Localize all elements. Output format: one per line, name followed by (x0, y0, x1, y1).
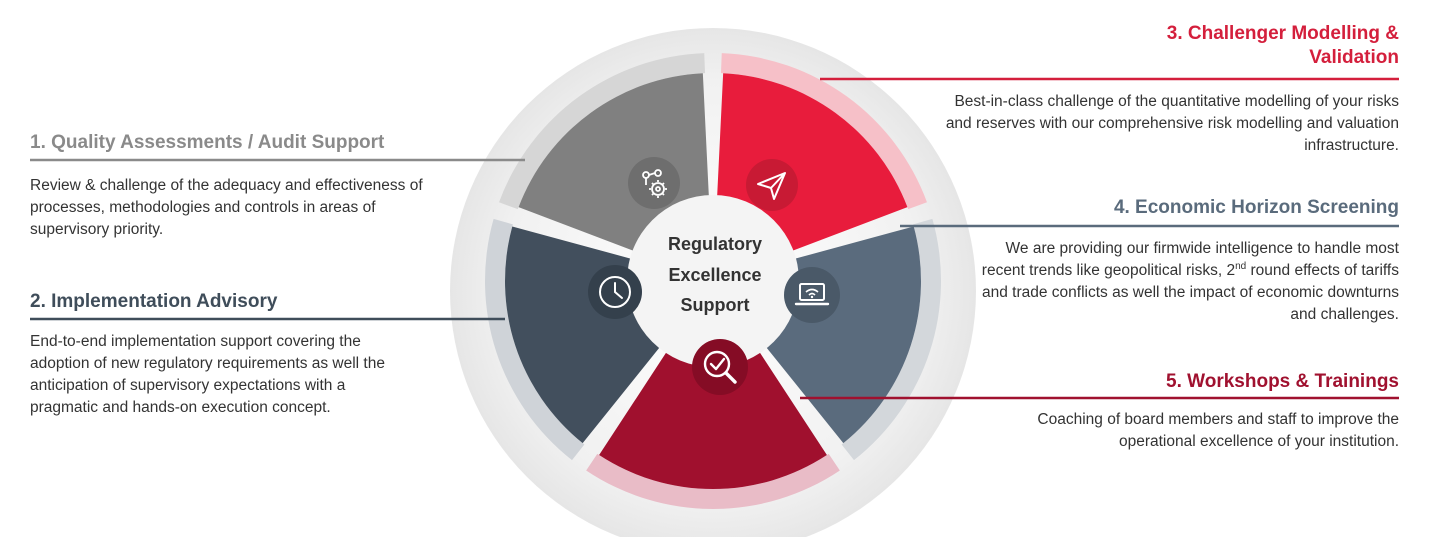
center-label-line-2: Excellence (668, 264, 762, 285)
center-disc (627, 195, 799, 367)
process-gears-icon (628, 157, 680, 209)
segment-2-title: 2. Implementation Advisory (30, 291, 278, 312)
segment-4-description-superscript: nd (1235, 260, 1247, 272)
clock-icon (588, 265, 642, 319)
segment-4-description: We are providing our firmwide intelligen… (979, 238, 1399, 326)
segment-4-description-part-1: We are providing our firmwide intelligen… (981, 240, 1399, 279)
segment-4-description-part-2: round effects of tariffs and trade confl… (982, 262, 1399, 323)
paper-plane-icon (746, 159, 798, 211)
segment-5-description: Coaching of board members and staff to i… (1037, 411, 1399, 450)
segment-1-description: Review & challenge of the adequacy and e… (30, 177, 423, 238)
magnifier-check-icon (692, 339, 748, 395)
segment-5-petal (599, 346, 827, 489)
segment-2-description: End-to-end implementation support coveri… (30, 333, 385, 416)
segment-5-ring (586, 453, 840, 510)
segment-1-petal (518, 73, 710, 254)
segment-4-ring (841, 218, 941, 461)
center-label: Regulatory Excellence Support (640, 229, 790, 321)
laptop-wifi-icon (784, 267, 840, 323)
segment-3-title: 3. Challenger Modelling & Validation (1166, 23, 1399, 68)
segment-5-title: 5. Workshops & Trainings (1166, 371, 1399, 392)
segment-1-title: 1. Quality Assessments / Audit Support (30, 132, 385, 153)
segment-2-ring (485, 218, 585, 461)
segment-4-title: 4. Economic Horizon Screening (1113, 197, 1399, 218)
center-label-line-3: Support (680, 295, 750, 315)
segment-3-ring (720, 53, 927, 210)
center-label-line-1: Regulatory (667, 234, 763, 254)
segment-1-ring (499, 53, 706, 210)
segment-3-description: Best-in-class challenge of the quantitat… (945, 93, 1399, 154)
